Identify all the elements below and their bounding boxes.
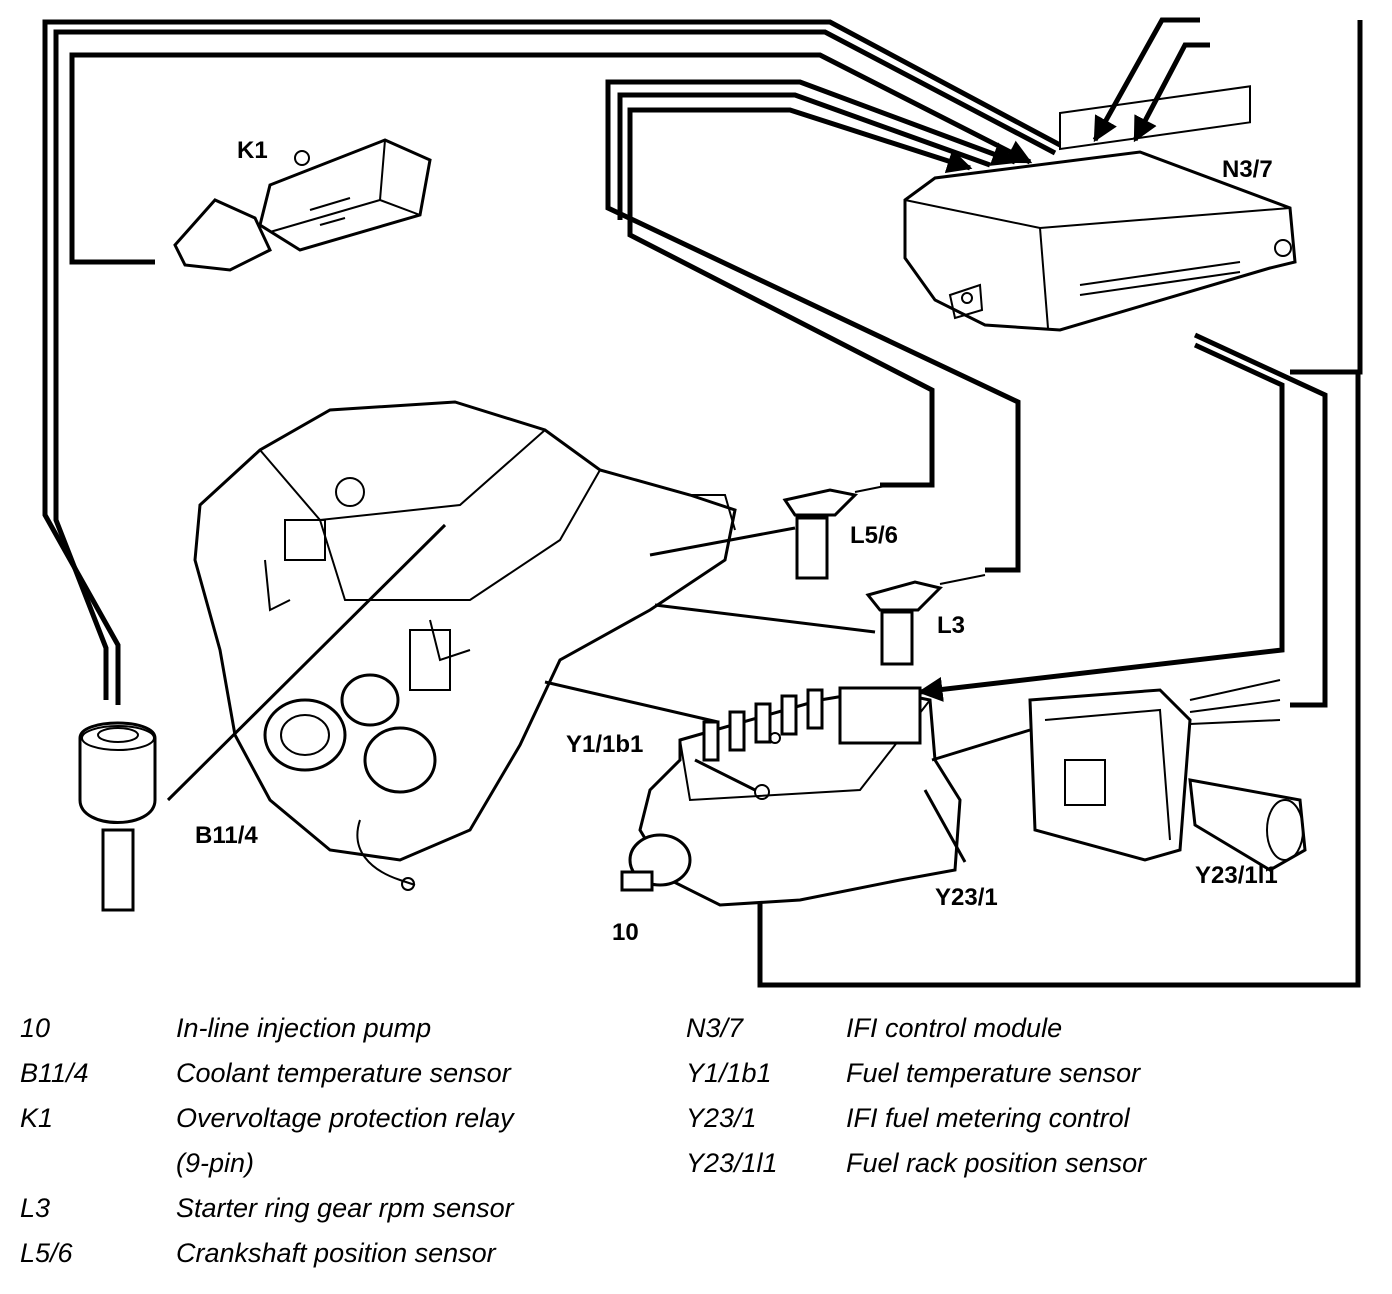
legend-desc: Overvoltage protection relay xyxy=(176,1103,514,1133)
ring-gear-rpm-sensor xyxy=(865,574,986,666)
wire-l5-6 xyxy=(627,107,973,488)
wire-y23-1l1 xyxy=(1290,20,1363,375)
wire-b11-4-inner xyxy=(53,29,1057,700)
label-k1: K1 xyxy=(237,137,268,164)
overvoltage-relay xyxy=(173,138,432,272)
injection-pump xyxy=(620,686,962,907)
legend: 10 In-line injection pump B11/4 Coolant … xyxy=(0,1005,1392,1290)
label-y23-1l1: Y23/1l1 xyxy=(1195,862,1278,889)
wire-l3-inner xyxy=(617,92,991,220)
wire-ecu-in-1 xyxy=(1092,17,1200,143)
legend-code: L3 xyxy=(20,1193,51,1223)
legend-code: Y23/1 xyxy=(686,1103,757,1133)
legend-desc: Fuel rack position sensor xyxy=(846,1148,1147,1178)
legend-code: Y23/1l1 xyxy=(686,1148,778,1178)
legend-code: B11/4 xyxy=(20,1058,89,1088)
legend-code: 10 xyxy=(20,1013,51,1043)
wire-y23-1l1-b xyxy=(1193,332,1328,708)
legend-code: K1 xyxy=(20,1103,54,1133)
engine-block xyxy=(193,400,737,891)
label-pump-10: 10 xyxy=(612,919,639,946)
wire-ecu-to-pump xyxy=(917,342,1285,702)
label-y23-1: Y23/1 xyxy=(935,884,998,911)
coolant-temperature-sensor xyxy=(78,721,157,912)
legend-desc: IFI fuel metering control xyxy=(846,1103,1130,1133)
legend-code: N3/7 xyxy=(686,1013,744,1043)
wire-b11-4 xyxy=(42,19,1062,705)
wire-k1 xyxy=(69,52,1033,265)
label-l5-6: L5/6 xyxy=(850,522,898,549)
wire-ecu-in-2 xyxy=(1132,42,1210,143)
crankshaft-position-sensor xyxy=(782,485,886,580)
legend-desc: Starter ring gear rpm sensor xyxy=(176,1193,514,1223)
leader-lines xyxy=(166,523,1031,863)
legend-desc: Crankshaft position sensor xyxy=(176,1238,496,1268)
legend-code: L5/6 xyxy=(20,1238,73,1268)
diagram-canvas: K1 N3/7 L5/6 L3 Y1/1b1 B11/4 Y23/1 Y23/1… xyxy=(42,17,1363,988)
legend-code: Y1/1b1 xyxy=(686,1058,772,1088)
label-y1-1b1: Y1/1b1 xyxy=(566,731,643,758)
label-n3-7: N3/7 xyxy=(1222,156,1273,183)
fuel-rack-position-sensor xyxy=(1028,679,1307,872)
legend-desc: IFI control module xyxy=(846,1013,1063,1043)
wire-l3 xyxy=(605,79,1021,573)
legend-desc: Coolant temperature sensor xyxy=(176,1058,511,1088)
legend-desc: (9-pin) xyxy=(176,1148,255,1178)
label-b11-4: B11/4 xyxy=(195,822,258,849)
wiring-diagram: K1 N3/7 L5/6 L3 Y1/1b1 B11/4 Y23/1 Y23/1… xyxy=(42,17,1363,988)
label-l3: L3 xyxy=(937,612,965,639)
callout-labels: K1 N3/7 L5/6 L3 Y1/1b1 B11/4 Y23/1 Y23/1… xyxy=(195,137,1278,946)
legend-desc: Fuel temperature sensor xyxy=(846,1058,1141,1088)
ifi-control-module xyxy=(903,85,1297,332)
legend-desc: In-line injection pump xyxy=(176,1013,432,1043)
